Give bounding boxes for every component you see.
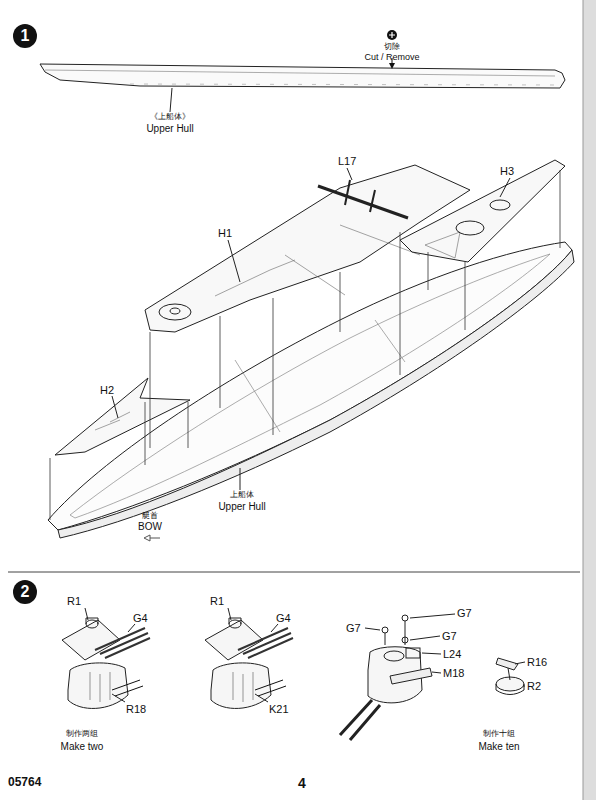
label: 05764: [8, 776, 41, 789]
part-number: H2: [100, 384, 114, 396]
label: 《上船体》: [150, 113, 190, 122]
part-number: H1: [218, 227, 232, 239]
label: BOW: [138, 521, 162, 532]
label: Upper Hull: [146, 123, 193, 134]
label: 切除: [384, 43, 400, 52]
label: 制作两组: [66, 730, 98, 739]
label: Make ten: [478, 741, 519, 752]
step-number-text: 2: [21, 583, 30, 601]
label: 上船体: [230, 491, 254, 500]
step-number-text: 1: [21, 27, 30, 45]
part-number: L24: [443, 648, 461, 660]
part-number: G7: [457, 607, 472, 619]
part-number: M18: [443, 667, 464, 679]
part-number: G7: [346, 622, 361, 634]
part-number: R1: [210, 595, 224, 607]
label: Cut / Remove: [364, 53, 419, 63]
part-number: G4: [276, 612, 291, 624]
part-number: H3: [500, 165, 514, 177]
part-number: L17: [338, 155, 356, 167]
part-number: K21: [269, 703, 289, 715]
part-number: G4: [133, 612, 148, 624]
part-number: R16: [527, 656, 547, 668]
label: 制作十组: [483, 730, 515, 739]
label: Make two: [61, 741, 104, 752]
label: 艇首: [142, 512, 158, 521]
label: Upper Hull: [218, 501, 265, 512]
part-number: R2: [527, 680, 541, 692]
label: 4: [298, 776, 306, 791]
part-number: R18: [126, 703, 146, 715]
part-number: G7: [442, 630, 457, 642]
step-number: 2: [13, 580, 37, 604]
part-number: R1: [67, 595, 81, 607]
step-number: 1: [13, 24, 37, 48]
